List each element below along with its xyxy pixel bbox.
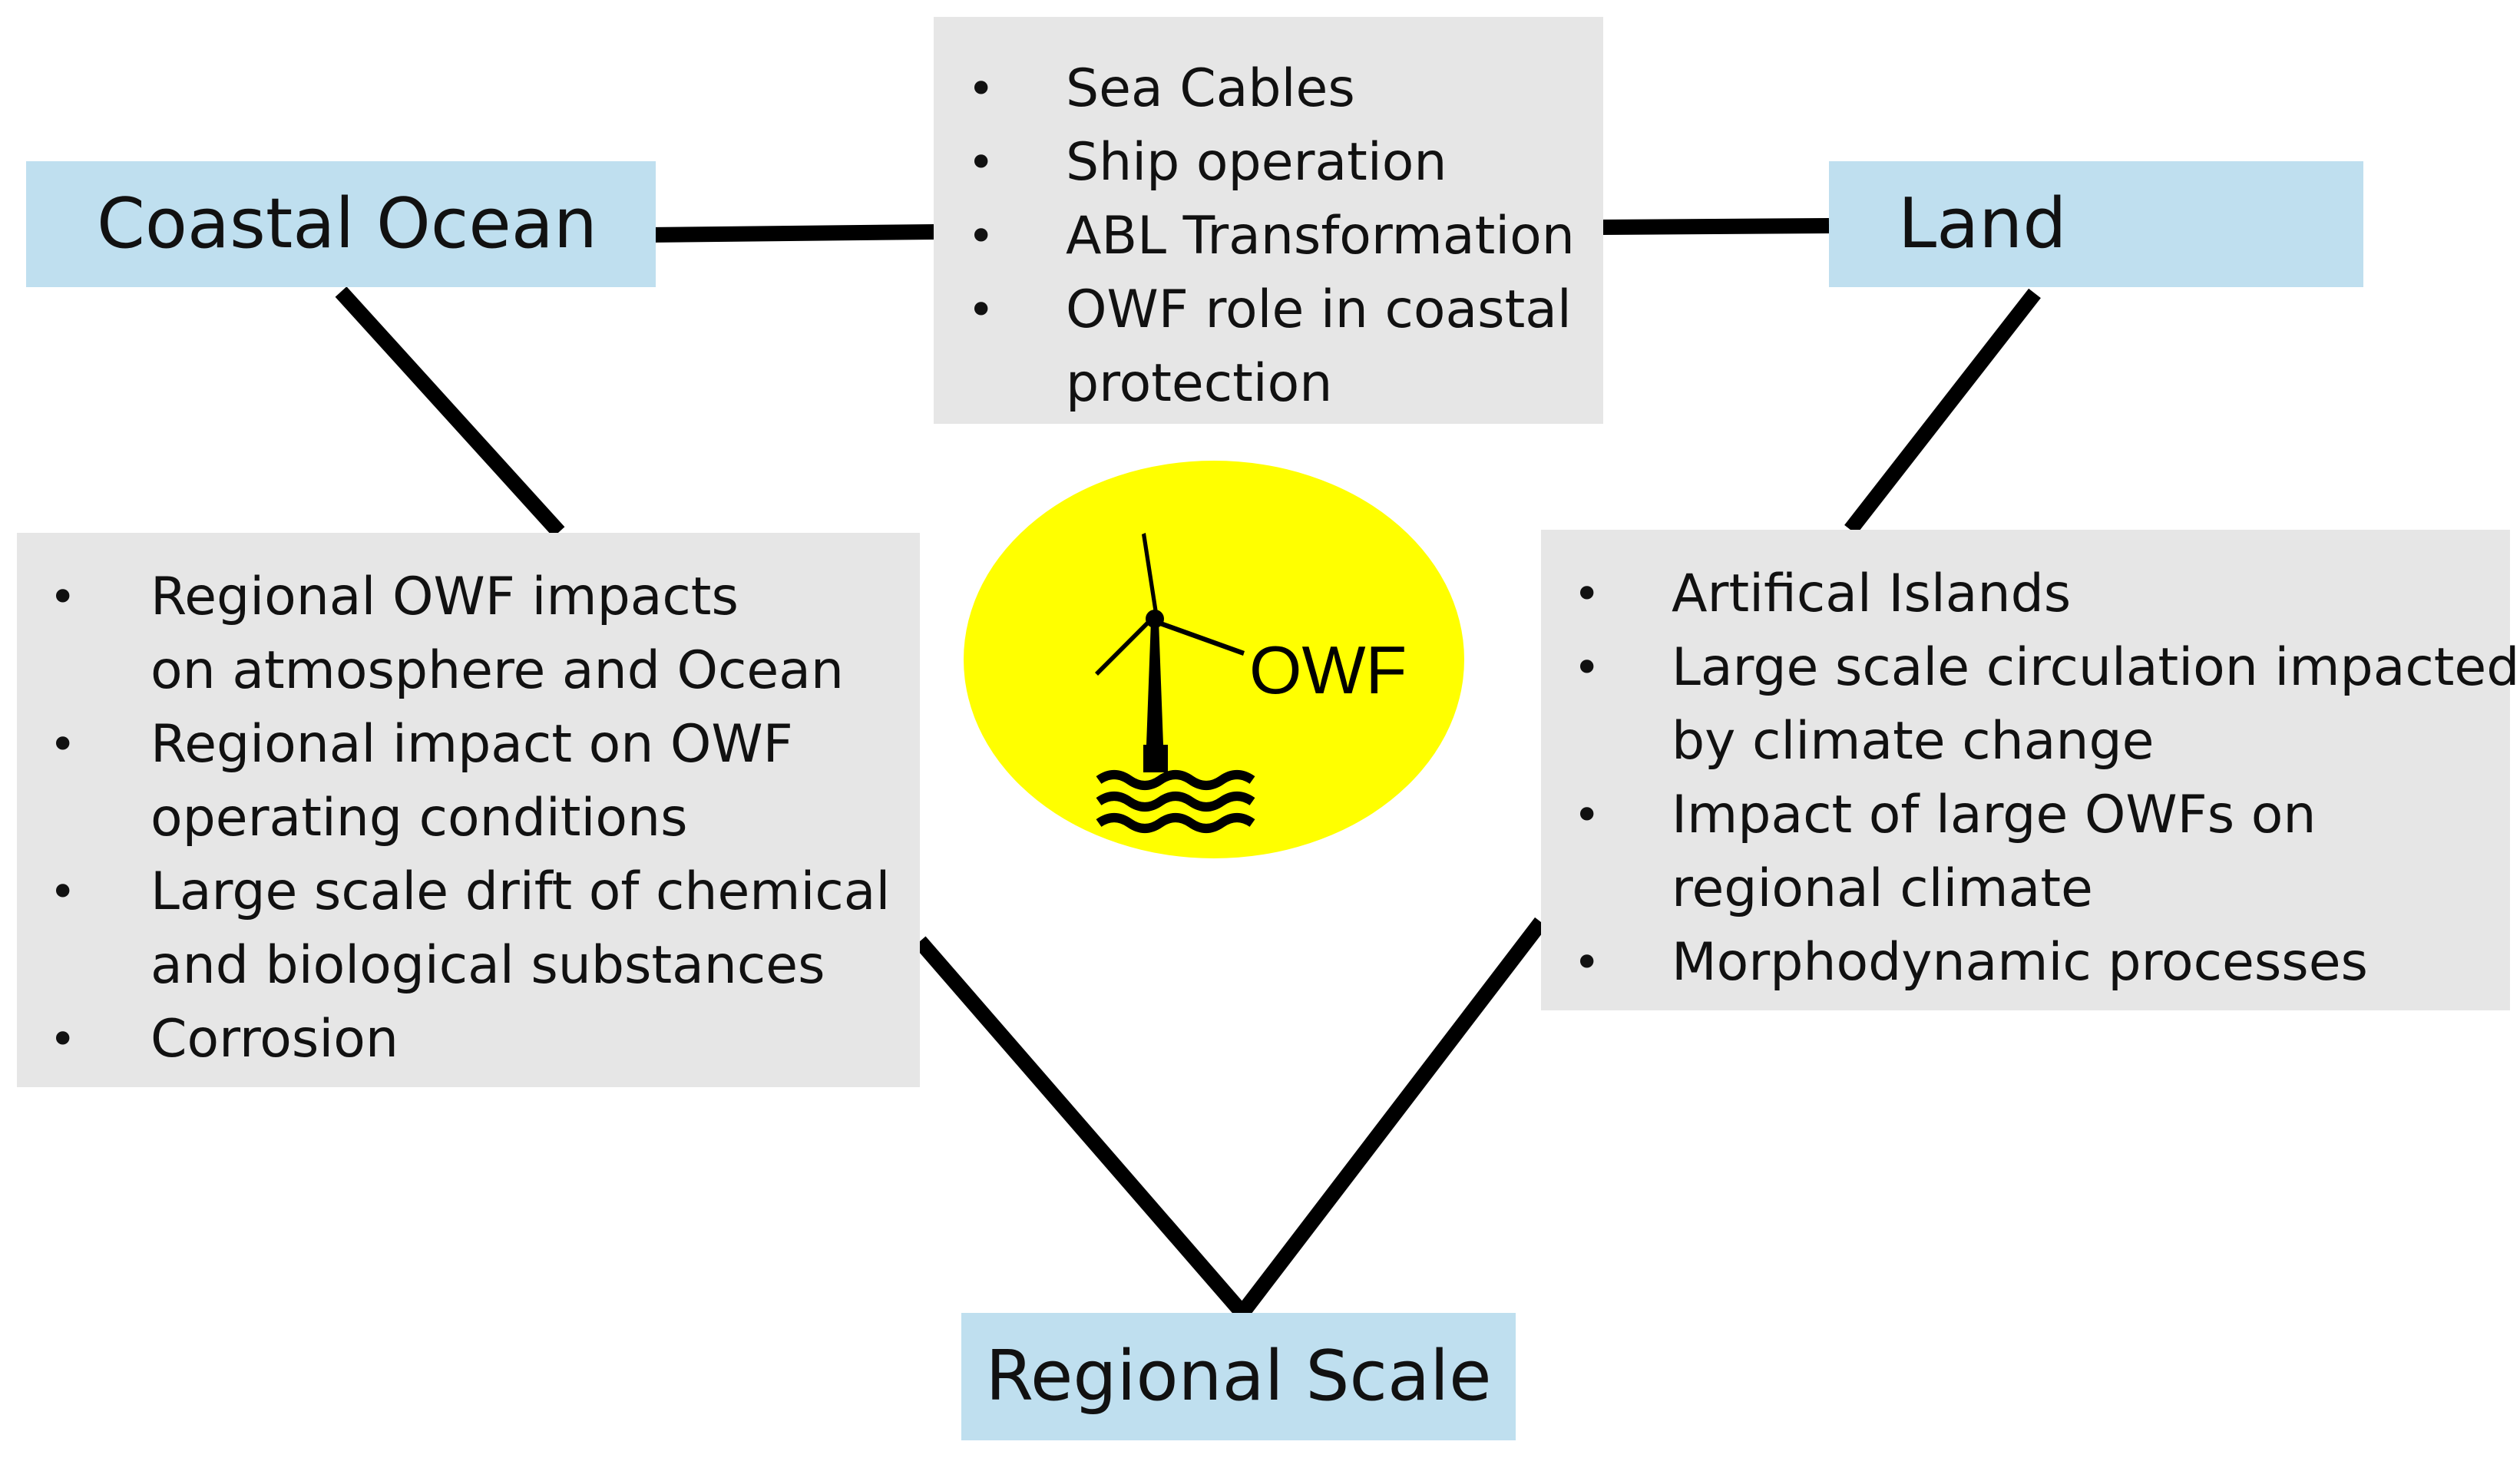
left-topics-box: • Regional OWF impacts on atmosphere and…	[17, 533, 920, 1087]
bullet-icon: •	[49, 865, 77, 919]
top-topics-box: • Sea Cables • Ship operation • ABL Tran…	[934, 17, 1603, 424]
owf-emblem: OWF	[964, 461, 1464, 858]
node-label: Regional Scale	[985, 1336, 1492, 1417]
bullet-icon: •	[1573, 567, 1601, 621]
node-coastal-ocean: Coastal Ocean	[26, 161, 656, 287]
connector-coastal-ocean-to-left-box	[335, 286, 565, 537]
list-item: • Regional OWF impacts on atmosphere and…	[17, 560, 920, 708]
bullet-icon: •	[1573, 641, 1601, 695]
connector-top-box-to-land	[1600, 218, 1830, 235]
right-topics-box: • Artifical Islands • Large scale circul…	[1541, 530, 2519, 1010]
bullet-icon: •	[49, 1013, 77, 1066]
water-waves-icon	[1096, 770, 1255, 833]
offshore-wind-turbine-icon	[1095, 533, 1245, 772]
bullet-icon: •	[967, 283, 995, 337]
node-land: Land	[1829, 161, 2363, 287]
connector-left-box-to-regional-scale	[914, 936, 1248, 1318]
bullet-icon: •	[49, 718, 77, 772]
list-item: • Artifical Islands	[1541, 557, 2510, 631]
list-item: • Morphodynamic processes	[1541, 926, 2510, 1000]
bullet-icon: •	[1573, 936, 1601, 990]
connector-land-to-right-box	[1844, 288, 2041, 535]
list-item: • Large scale circulation impacted by cl…	[1541, 631, 2519, 779]
bullet-icon: •	[967, 136, 995, 190]
owf-circle	[964, 461, 1464, 858]
list-item: • Impact of large OWFs on regional clima…	[1541, 779, 2510, 926]
list-item: • Ship operation	[934, 126, 1603, 200]
owf-label: OWF	[1249, 632, 1407, 708]
list-item: • ABL Transformation	[934, 200, 1603, 273]
list-item: • Sea Cables	[934, 52, 1603, 126]
list-item: • OWF role in coastal protection	[934, 273, 1603, 421]
bullet-icon: •	[967, 210, 995, 263]
list-item: • Large scale drift of chemical and biol…	[17, 855, 920, 1003]
node-label: Land	[1898, 183, 2067, 264]
node-regional-scale: Regional Scale	[961, 1313, 1516, 1440]
connector-regional-scale-to-right-box	[1236, 917, 1547, 1318]
bullet-icon: •	[967, 62, 995, 116]
node-label: Coastal Ocean	[97, 183, 597, 264]
bullet-icon: •	[1573, 789, 1601, 842]
list-item: • Regional impact on OWF operating condi…	[17, 708, 920, 855]
bullet-icon: •	[49, 570, 77, 624]
connector-coastal-ocean-to-top-box	[647, 224, 936, 243]
list-item: • Corrosion	[17, 1003, 920, 1076]
